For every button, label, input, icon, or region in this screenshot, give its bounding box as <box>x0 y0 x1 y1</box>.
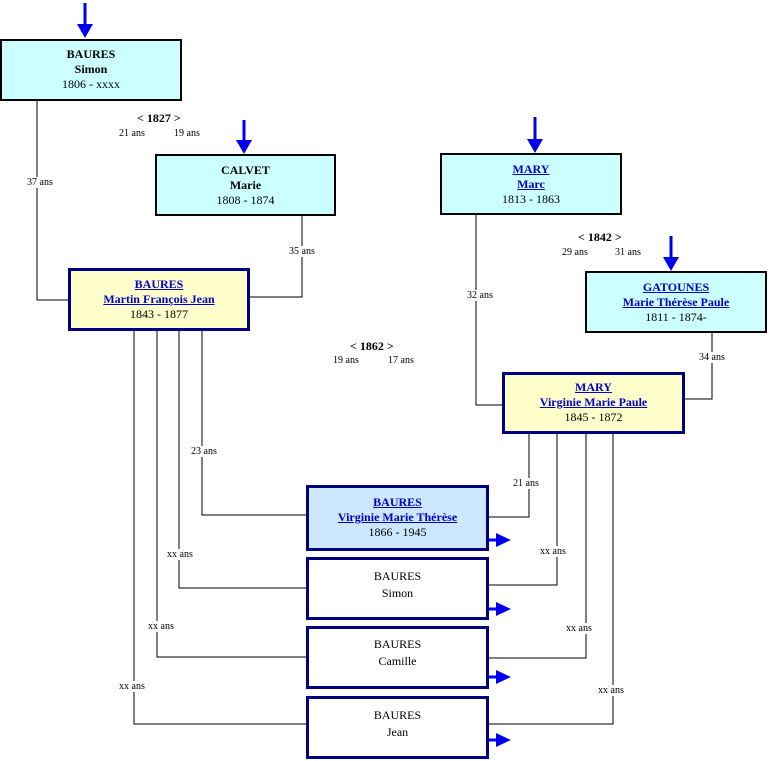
person-martin-francois-jean-baures[interactable]: BAURES Martin François Jean 1843 - 1877 <box>68 268 250 331</box>
age-label: 37 ans <box>27 177 53 188</box>
marriage-year-1827: < 1827 > <box>137 111 181 125</box>
given-name-link[interactable]: Virginie Marie Paule <box>539 395 648 409</box>
surname: BAURES <box>373 637 422 651</box>
age-label: 35 ans <box>289 246 315 257</box>
line-gatounes-virginie <box>684 333 713 400</box>
surname: BAURES <box>373 708 422 722</box>
marriage-age-husband: 21 ans <box>119 128 145 139</box>
age-label: xx ans <box>148 621 174 632</box>
surname: CALVET <box>221 163 270 177</box>
line-simon-martin <box>36 100 69 301</box>
given-name: Simon <box>74 62 108 76</box>
dates: 1845 - 1872 <box>564 410 623 424</box>
given-name-link[interactable]: Marie Thérèse Paule <box>622 295 730 309</box>
arrow-right-icon <box>488 670 511 684</box>
line-virginie-simon <box>488 433 558 586</box>
marriage-age-wife: 31 ans <box>615 247 641 258</box>
given-name: Simon <box>381 586 414 600</box>
person-marc-mary[interactable]: MARY Marc 1813 - 1863 <box>440 153 622 215</box>
person-jean-baures[interactable]: BAURES Jean <box>306 696 489 759</box>
person-simon-baures-child[interactable]: BAURES Simon <box>306 557 489 620</box>
line-martin-camille <box>156 330 307 658</box>
person-camille-baures[interactable]: BAURES Camille <box>306 626 489 689</box>
given-name: Jean <box>386 725 409 739</box>
marriage-age-wife: 19 ans <box>174 128 200 139</box>
given-name: Camille <box>378 654 417 668</box>
arrow-down-icon <box>236 120 252 154</box>
marriage-age-husband: 19 ans <box>333 355 359 366</box>
line-martin-simon <box>178 330 307 589</box>
surname-link[interactable]: BAURES <box>373 495 422 509</box>
arrow-down-icon <box>77 3 93 38</box>
arrow-down-icon <box>663 236 679 271</box>
given-name-link[interactable]: Martin François Jean <box>103 292 215 306</box>
line-martin-vb <box>201 330 307 516</box>
surname: BAURES <box>66 47 116 61</box>
arrow-right-icon <box>488 602 511 616</box>
age-label: xx ans <box>167 549 193 560</box>
dates: 1806 - xxxx <box>62 77 120 91</box>
given-name: Marie <box>229 178 262 192</box>
surname-link[interactable]: MARY <box>512 162 550 176</box>
line-calvet-martin <box>249 215 303 298</box>
line-marc-virginie <box>475 214 503 406</box>
dates: 1811 - 1874- <box>645 310 707 324</box>
line-martin-jean <box>133 330 307 725</box>
person-virginie-marie-paule-mary[interactable]: MARY Virginie Marie Paule 1845 - 1872 <box>502 372 685 434</box>
marriage-age-wife: 17 ans <box>388 355 414 366</box>
age-label: 32 ans <box>467 290 493 301</box>
marriage-year-1842: < 1842 > <box>578 230 622 244</box>
arrow-right-icon <box>488 533 511 547</box>
person-virginie-marie-therese-baures[interactable]: BAURES Virginie Marie Thérèse 1866 - 194… <box>306 485 489 551</box>
age-label: xx ans <box>119 681 145 692</box>
person-marie-calvet[interactable]: CALVET Marie 1808 - 1874 <box>155 154 336 216</box>
line-virginie-vb <box>488 433 530 518</box>
dates: 1866 - 1945 <box>368 525 427 539</box>
age-label: 23 ans <box>191 446 217 457</box>
given-name-link[interactable]: Virginie Marie Thérèse <box>337 510 458 524</box>
dates: 1843 - 1877 <box>130 307 188 321</box>
surname: BAURES <box>373 569 422 583</box>
arrow-right-icon <box>488 733 511 747</box>
person-simon-baures-senior[interactable]: BAURES Simon 1806 - xxxx <box>0 39 182 101</box>
marriage-year-1862: < 1862 > <box>350 339 394 353</box>
age-label: 34 ans <box>699 352 725 363</box>
line-virginie-camille <box>488 433 587 659</box>
person-marie-therese-paule-gatounes[interactable]: GATOUNES Marie Thérèse Paule 1811 - 1874… <box>585 271 767 333</box>
given-name-link[interactable]: Marc <box>517 177 545 191</box>
age-label: xx ans <box>566 623 592 634</box>
surname-link[interactable]: MARY <box>575 380 612 394</box>
arrow-down-icon <box>527 117 543 153</box>
surname-link[interactable]: GATOUNES <box>642 280 710 294</box>
age-label: xx ans <box>540 546 566 557</box>
dates: 1808 - 1874 <box>216 193 275 207</box>
age-label: xx ans <box>598 685 624 696</box>
line-virginie-jean <box>488 433 614 725</box>
marriage-age-husband: 29 ans <box>562 247 588 258</box>
dates: 1813 - 1863 <box>502 192 560 206</box>
age-label: 21 ans <box>513 478 539 489</box>
surname-link[interactable]: BAURES <box>134 277 184 291</box>
